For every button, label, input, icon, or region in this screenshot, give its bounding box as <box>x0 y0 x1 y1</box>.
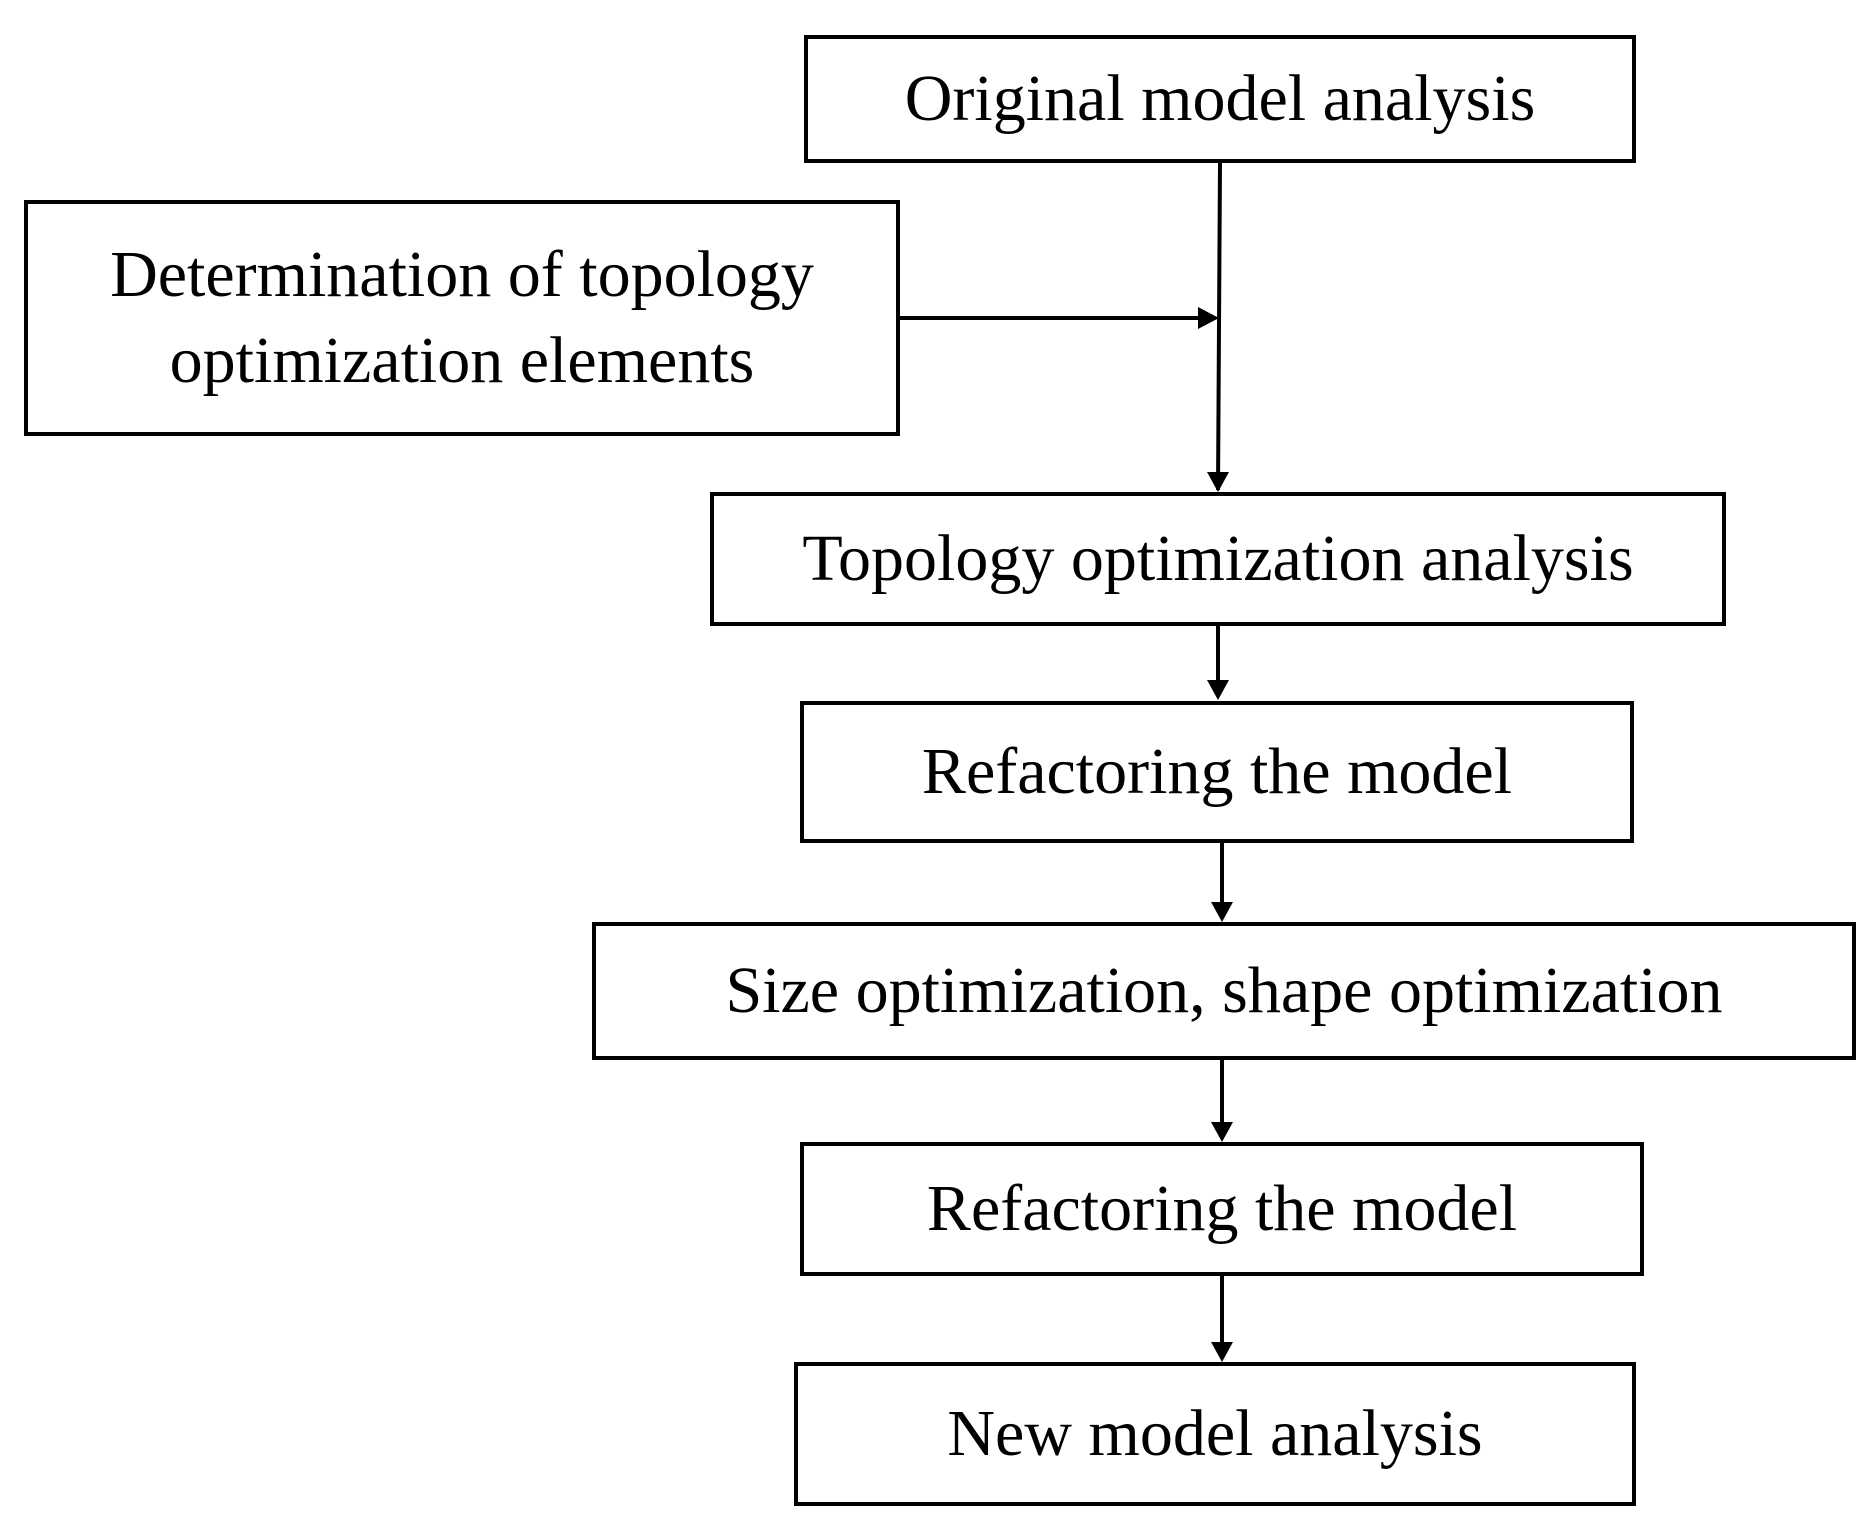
node-label: Size optimization, shape optimization <box>725 954 1723 1028</box>
arrow-original-to-topology <box>1216 161 1222 491</box>
node-refactoring-the-model-1: Refactoring the model <box>800 701 1634 843</box>
node-label: Refactoring the model <box>921 735 1513 809</box>
node-determination-of-topology-optimization-elements: Determination of topology optimization e… <box>24 200 900 436</box>
node-label: Refactoring the model <box>926 1172 1518 1246</box>
arrowhead-original-to-topology <box>1207 472 1229 492</box>
node-size-and-shape-optimization: Size optimization, shape optimization <box>592 922 1856 1060</box>
node-new-model-analysis: New model analysis <box>794 1362 1636 1506</box>
node-original-model-analysis: Original model analysis <box>804 35 1636 163</box>
node-label: Topology optimization analysis <box>802 522 1634 596</box>
node-topology-optimization-analysis: Topology optimization analysis <box>710 492 1726 626</box>
arrowhead-determination-to-main-line <box>1198 307 1219 329</box>
node-label: Original model analysis <box>904 62 1536 136</box>
arrowhead-refactor1-to-sizeshape <box>1211 902 1233 922</box>
node-label: New model analysis <box>947 1397 1483 1471</box>
arrowhead-refactor2-to-newmodel <box>1211 1342 1233 1362</box>
arrowhead-sizeshape-to-refactor2 <box>1211 1122 1233 1142</box>
node-label: Determination of topology optimization e… <box>110 238 814 397</box>
arrowhead-topology-to-refactor1 <box>1207 680 1229 700</box>
node-refactoring-the-model-2: Refactoring the model <box>800 1142 1644 1276</box>
